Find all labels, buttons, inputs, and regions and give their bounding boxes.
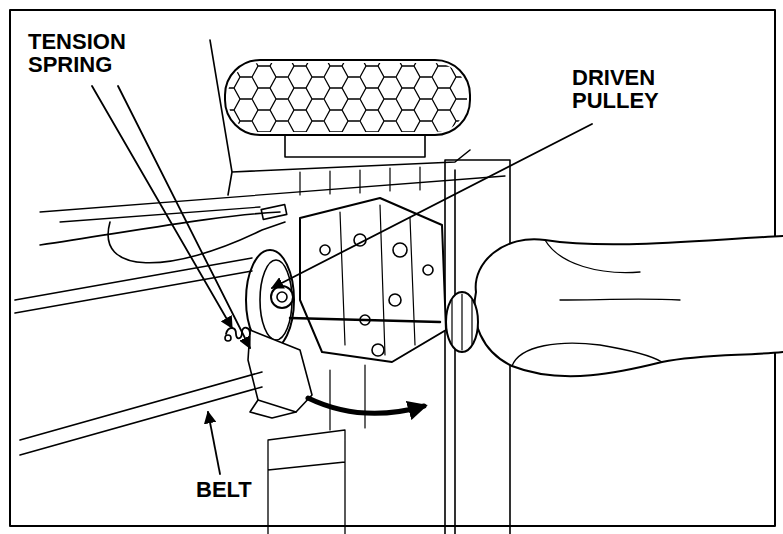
belt-strand bbox=[20, 372, 262, 455]
drawing bbox=[10, 10, 783, 534]
hand bbox=[475, 236, 783, 376]
tire bbox=[225, 60, 470, 135]
part-label: BELT bbox=[196, 478, 286, 501]
tire-base bbox=[285, 135, 425, 157]
housing bbox=[210, 40, 470, 195]
belt-strand bbox=[15, 258, 252, 313]
screwdriver bbox=[290, 318, 440, 322]
cable bbox=[40, 212, 280, 245]
part-label: DRIVEN PULLEY bbox=[572, 66, 742, 112]
rotation-arrow bbox=[308, 398, 424, 413]
leader-line bbox=[208, 412, 220, 474]
leader-line bbox=[92, 86, 232, 328]
leader-line bbox=[272, 124, 592, 288]
transmission bbox=[300, 198, 446, 362]
part-label: TENSION SPRING bbox=[28, 30, 178, 76]
spring bbox=[226, 328, 250, 339]
leader-line bbox=[118, 86, 250, 348]
